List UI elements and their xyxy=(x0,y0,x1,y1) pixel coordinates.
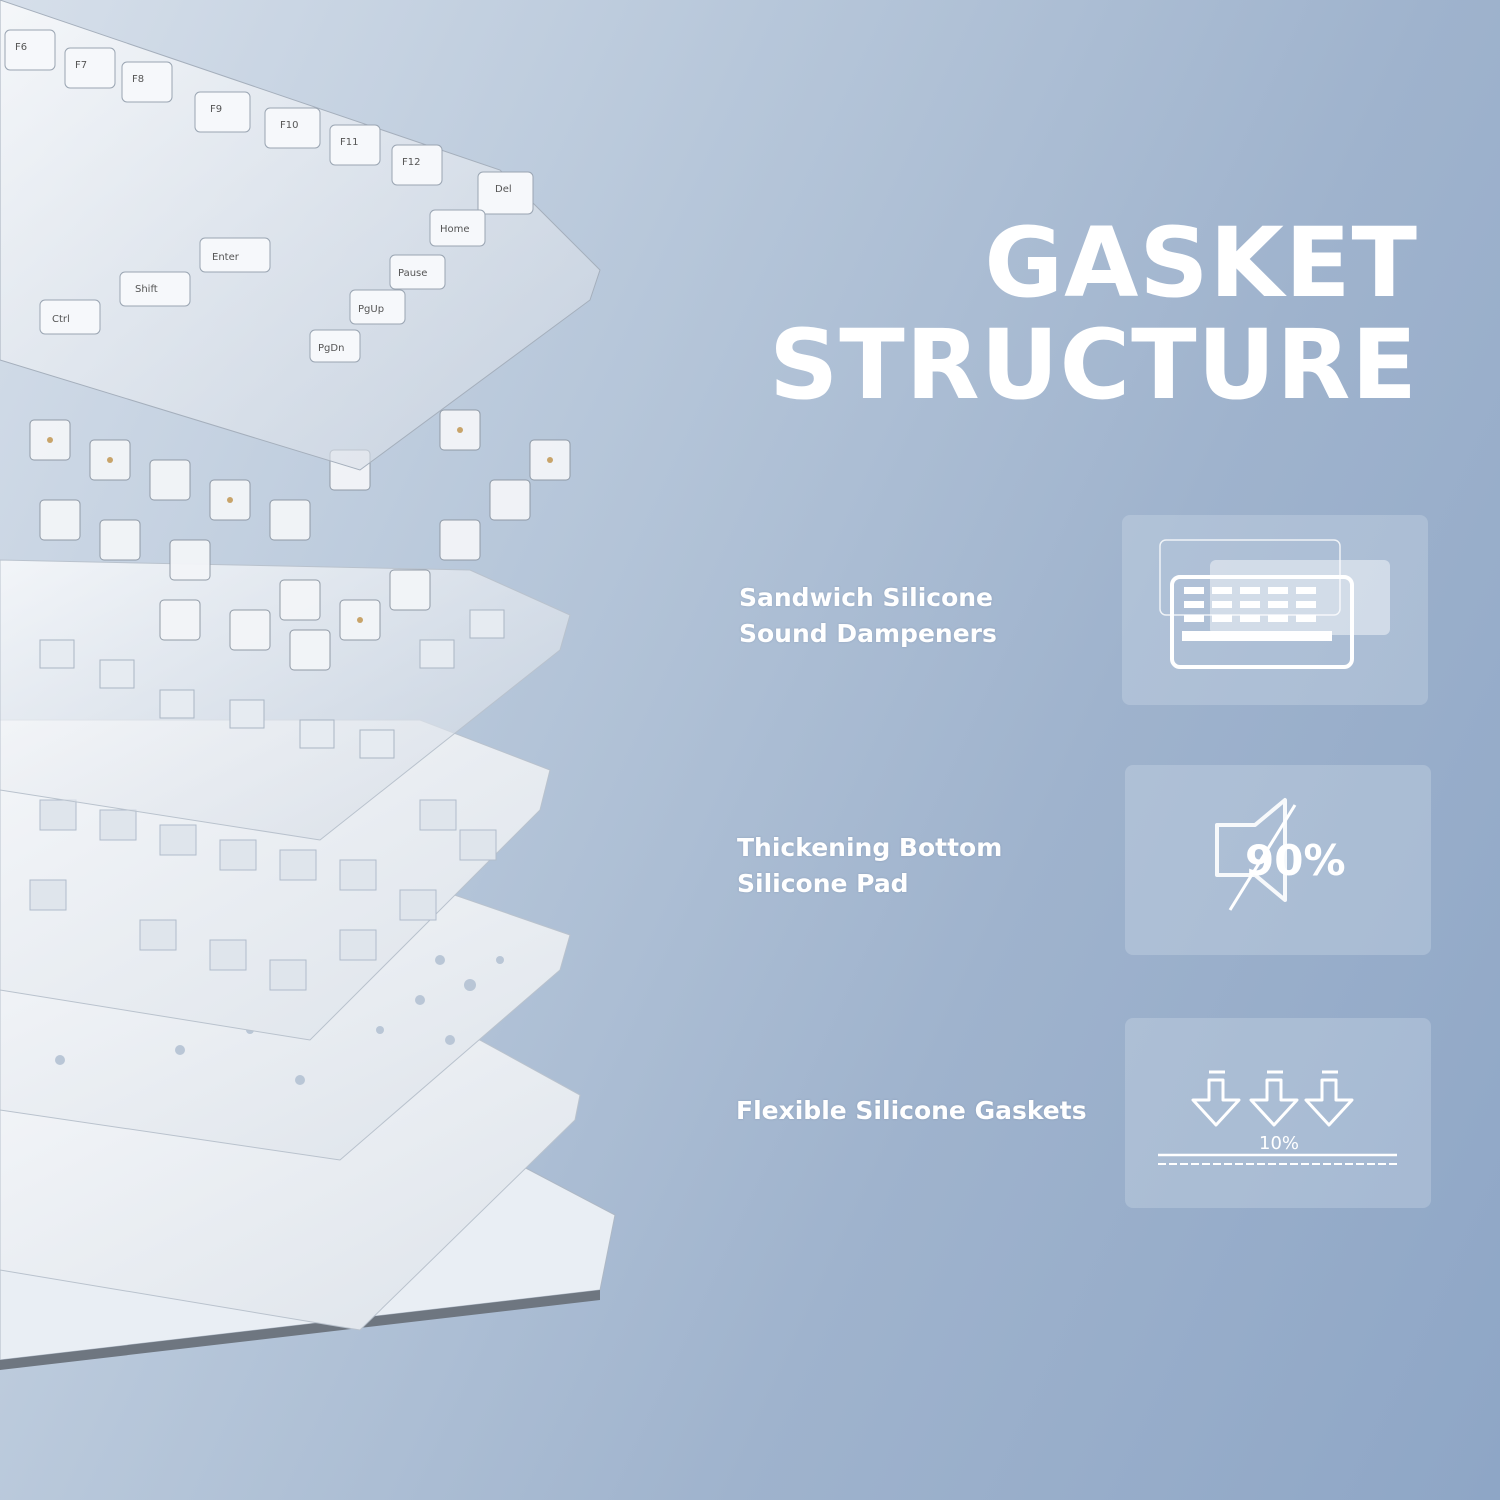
keycap-label: PgUp xyxy=(358,304,384,315)
compression-value: 10% xyxy=(1259,1133,1299,1154)
keycap-label: Home xyxy=(440,224,470,235)
feature-label-line: Thickening Bottom xyxy=(737,833,1003,862)
keycap-label: F6 xyxy=(15,42,27,53)
keycap-label: Del xyxy=(495,184,512,195)
keycap-label: F8 xyxy=(132,74,144,85)
feature-card-gaskets: 10% xyxy=(1125,1018,1431,1208)
keycap-label: PgDn xyxy=(318,343,344,354)
feature-label-line: Sandwich Silicone xyxy=(739,583,994,612)
keycap-label: Pause xyxy=(398,268,427,279)
feature-label-line: Flexible Silicone Gaskets xyxy=(736,1096,1087,1125)
keycap-label: F11 xyxy=(340,137,358,148)
keycap-label: F9 xyxy=(210,104,222,115)
keycap-label: Shift xyxy=(135,284,158,295)
keycap-label: F12 xyxy=(402,157,420,168)
feature-label-line: Silicone Pad xyxy=(737,869,909,898)
feature-sandwich-silicone-label: Sandwich Silicone Sound Dampeners xyxy=(739,580,997,652)
muted-speaker-icon: 90% xyxy=(1215,798,1346,911)
feature-gaskets-label: Flexible Silicone Gaskets xyxy=(736,1093,1087,1129)
headline-line1: GASKET xyxy=(984,207,1418,319)
feature-label-line: Sound Dampeners xyxy=(739,619,997,648)
feature-card-bottom-pad: 90% xyxy=(1125,765,1431,955)
keycap-label: Enter xyxy=(212,252,240,263)
keycap-label: Ctrl xyxy=(52,314,70,325)
keycaps xyxy=(4,29,534,363)
noise-reduction-value: 90% xyxy=(1245,836,1346,885)
layered-keyboard-icon xyxy=(1159,539,1390,669)
headline-line2: STRUCTURE xyxy=(769,309,1418,421)
keycap-label: F7 xyxy=(75,60,87,71)
headline: GASKET STRUCTURE xyxy=(769,212,1418,416)
feature-bottom-pad-label: Thickening Bottom Silicone Pad xyxy=(737,830,1002,902)
switch-plate xyxy=(0,559,571,841)
keycap-label: F10 xyxy=(280,120,298,131)
feature-card-sandwich xyxy=(1122,515,1428,705)
top-case xyxy=(0,0,601,471)
compression-arrows-icon: 10% xyxy=(1158,1070,1397,1165)
